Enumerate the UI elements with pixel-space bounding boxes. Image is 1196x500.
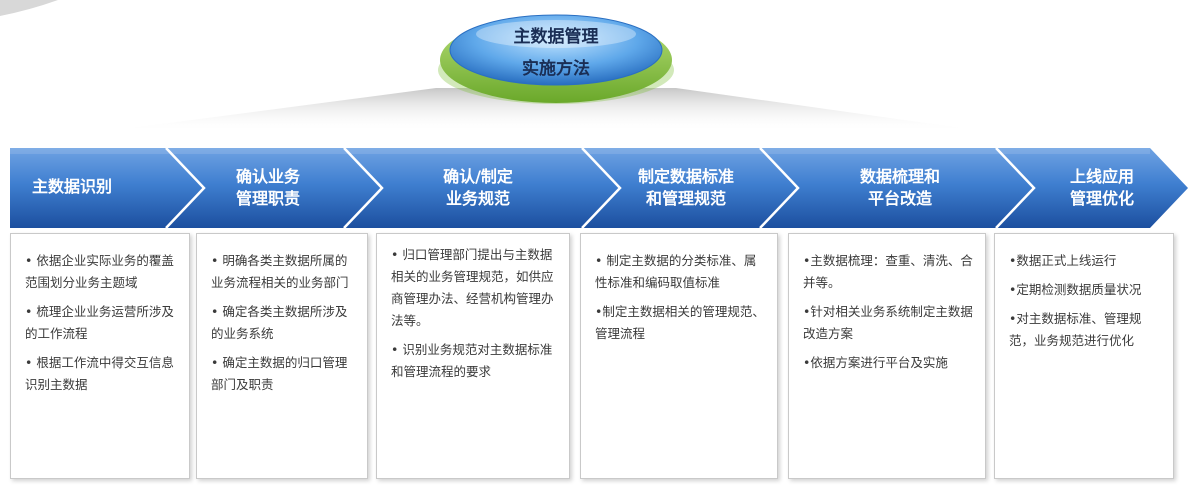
step-title-2b: 管理职责 [236,189,300,208]
hub-title-line1: 主数据管理 [514,26,599,47]
step-title-1: 主数据识别 [32,177,112,196]
step-title-4a: 制定数据标准 [638,167,734,186]
process-arrow-band [10,147,1188,229]
step-arrow-1 [10,148,204,228]
step-3-item: • 归口管理部门提出与主数据相关的业务管理规范，如供应商管理办法、经营机构管理办… [391,247,554,328]
step-title-2a: 确认业务 [236,167,301,186]
step-3-item: • 识别业务规范对主数据标准和管理流程的要求 [391,342,553,379]
step-arrow-3 [344,148,620,228]
step-description-box-5: •主数据梳理：查重、清洗、合并等。 •针对相关业务系统制定主数据改造方案 •依据… [788,233,986,479]
step-4-item: •制定主数据相关的管理规范、管理流程 [595,304,765,341]
step-description-box-2: • 明确各类主数据所属的业务流程相关的业务部门 • 确定各类主数据所涉及的业务系… [196,233,368,479]
step-5-item: •针对相关业务系统制定主数据改造方案 [803,304,973,341]
step-title-5a: 数据梳理和 [860,167,940,186]
corner-decoration [0,0,58,16]
step-title-5b: 平台改造 [868,189,933,208]
step-description-box-4: • 制定主数据的分类标准、属性标准和编码取值标准 •制定主数据相关的管理规范、管… [580,233,778,479]
step-5-item: •依据方案进行平台及实施 [803,355,948,370]
step-description-box-1: • 依据企业实际业务的覆盖范围划分业务主题域 • 梳理企业业务运营所涉及的工作流… [10,233,190,479]
step-title-6a: 上线应用 [1070,167,1134,186]
step-2-item: • 确定各类主数据所涉及的业务系统 [211,304,348,341]
hub-fan-shadow [100,88,990,132]
step-6-item: •数据正式上线运行 [1009,253,1117,268]
step-2-item: • 明确各类主数据所属的业务流程相关的业务部门 [211,253,349,290]
step-1-item: • 根据工作流中得交互信息识别主数据 [25,355,174,392]
step-arrow-6 [996,148,1188,228]
step-arrow-4 [582,148,798,228]
step-1-item: • 依据企业实际业务的覆盖范围划分业务主题域 [25,253,174,290]
hub-node: 主数据管理 实施方法 [438,14,674,104]
step-arrow-5 [760,148,1034,228]
step-4-item: • 制定主数据的分类标准、属性标准和编码取值标准 [595,253,757,290]
step-5-item: •主数据梳理：查重、清洗、合并等。 [803,253,973,290]
step-6-item: •对主数据标准、管理规范，业务规范进行优化 [1009,311,1142,348]
step-title-3b: 业务规范 [446,189,510,208]
step-title-3a: 确认/制定 [443,167,513,186]
step-title-6b: 管理优化 [1070,189,1134,208]
step-description-box-3: • 归口管理部门提出与主数据相关的业务管理规范，如供应商管理办法、经营机构管理办… [376,233,570,479]
step-6-item: •定期检测数据质量状况 [1009,282,1142,297]
step-title-4b: 和管理规范 [646,189,726,208]
step-1-item: • 梳理企业业务运营所涉及的工作流程 [25,304,174,341]
step-description-box-6: •数据正式上线运行 •定期检测数据质量状况 •对主数据标准、管理规范，业务规范进… [994,233,1174,479]
hub-title-line2: 实施方法 [522,58,590,79]
step-arrow-2 [166,148,382,228]
step-2-item: • 确定主数据的归口管理部门及职责 [211,355,348,392]
